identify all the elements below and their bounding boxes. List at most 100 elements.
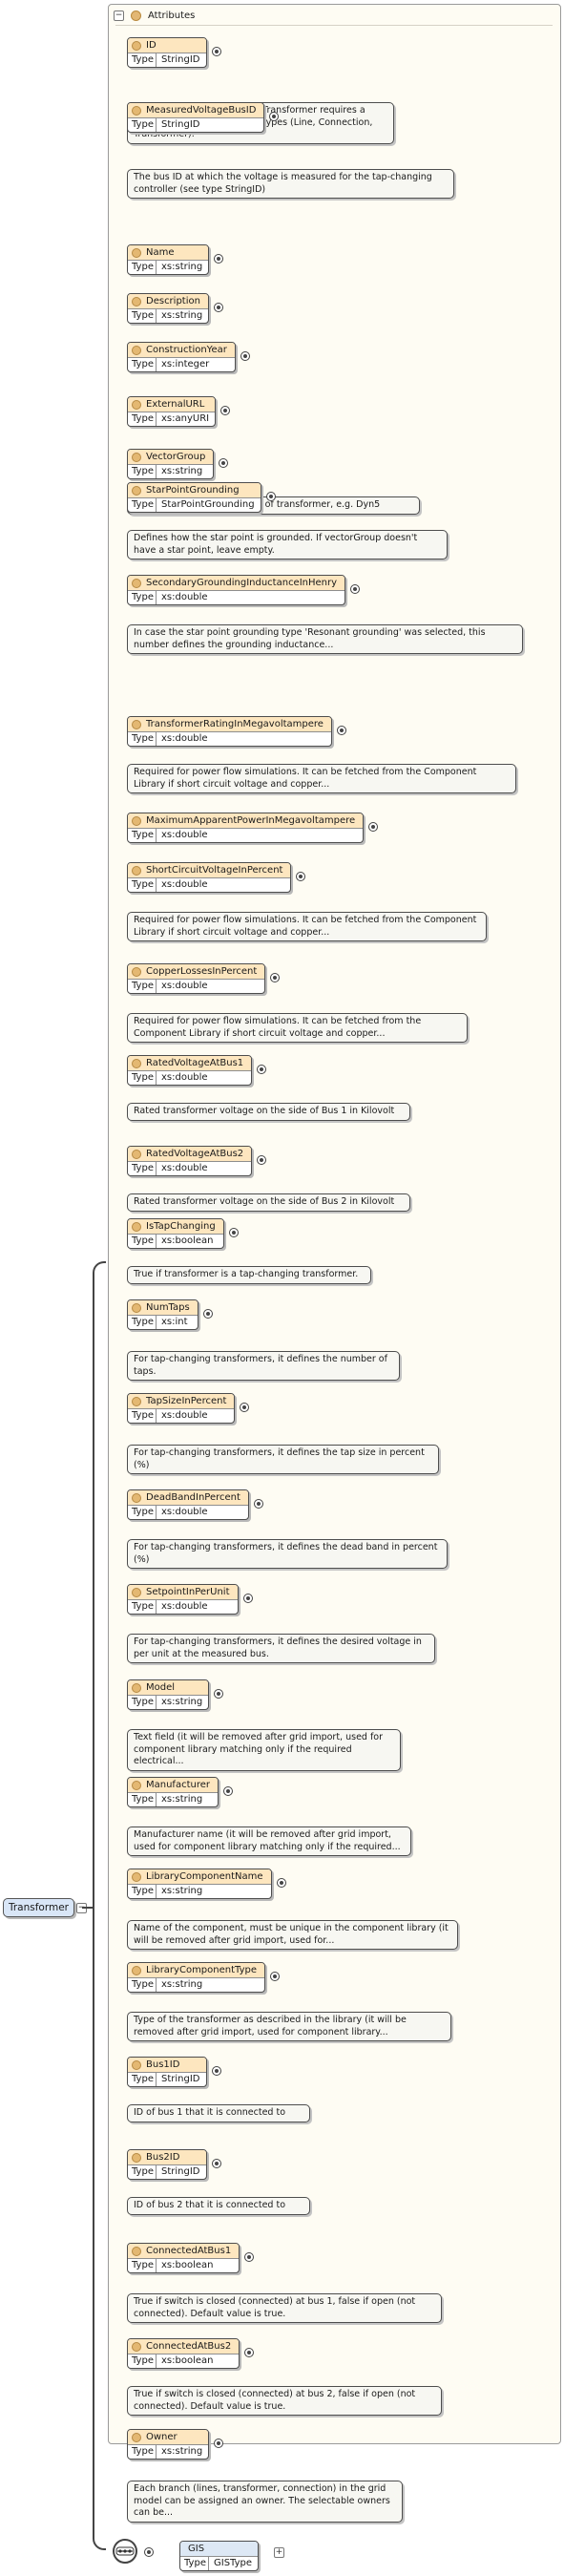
attributes-header-divider <box>115 25 553 26</box>
attribute-name-header: StarPointGrounding <box>128 483 261 498</box>
attribute-documentation: True if transformer is a tap-changing tr… <box>127 1266 371 1284</box>
attributes-collapse-toggle[interactable]: − <box>114 10 124 21</box>
attribute-connector-icon <box>277 1878 286 1888</box>
attribute-name-header: SecondaryGroundingInductanceInHenry <box>128 576 345 591</box>
root-element-transformer[interactable]: Transformer <box>3 1898 74 1917</box>
attribute-connector-icon <box>240 1403 249 1412</box>
attribute-name-header: VectorGroup <box>128 450 214 465</box>
child-element-gis[interactable]: GIS Type GISType <box>179 2541 260 2571</box>
type-label: Type <box>128 878 157 892</box>
type-value: xs:string <box>161 1979 203 1990</box>
gis-type-value: GISType <box>214 2558 253 2568</box>
attribute-name: LibraryComponentType <box>146 1965 257 1975</box>
attribute-documentation: Name of the component, must be unique in… <box>127 1920 458 1950</box>
attribute-connector-icon <box>220 406 230 415</box>
attribute-name-header: Description <box>128 294 209 309</box>
attribute-name-header: LibraryComponentType <box>128 1963 264 1978</box>
attribute-connector-icon <box>212 2159 221 2168</box>
attribute-name-header: IsTapChanging <box>128 1219 223 1235</box>
type-label: Type <box>128 980 157 993</box>
attribute-name-header: Bus2ID <box>128 2150 206 2165</box>
attribute-name: MeasuredVoltageBusID <box>146 105 257 116</box>
gis-expand-toggle[interactable]: + <box>274 2547 284 2558</box>
attribute-documentation: Manufacturer name (it will be removed af… <box>127 1826 411 1856</box>
type-value: StringID <box>161 119 200 130</box>
sequence-compositor-icon[interactable] <box>113 2539 137 2564</box>
attribute-documentation: For tap-changing transformers, it define… <box>127 1634 435 1663</box>
attribute-icon <box>132 719 141 729</box>
attribute-icon <box>132 1058 141 1068</box>
attribute-icon <box>132 1965 141 1975</box>
type-value: StringID <box>161 2074 200 2084</box>
sequence-expand-icon[interactable] <box>144 2547 154 2557</box>
type-value: xs:double <box>161 981 208 991</box>
attribute-name: DeadBandInPercent <box>146 1492 240 1503</box>
